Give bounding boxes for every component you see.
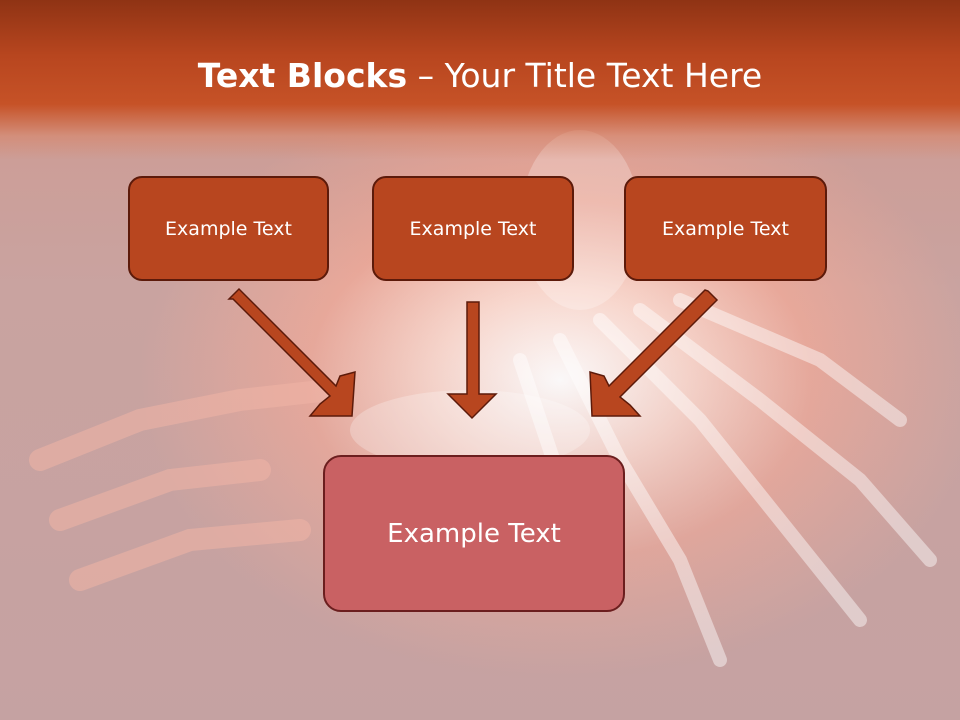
arrow-right-icon[interactable] bbox=[589, 289, 719, 417]
text-block-right[interactable]: Example Text bbox=[624, 176, 827, 281]
center-text-block[interactable]: Example Text bbox=[323, 455, 625, 612]
text-block-middle-label: Example Text bbox=[409, 217, 537, 240]
center-text-block-label: Example Text bbox=[387, 518, 561, 549]
title-dash: – bbox=[407, 56, 445, 95]
slide-title[interactable]: Text Blocks – Your Title Text Here bbox=[0, 52, 960, 100]
arrow-left-icon[interactable] bbox=[227, 287, 356, 417]
title-bold: Text Blocks bbox=[197, 56, 408, 95]
text-block-middle[interactable]: Example Text bbox=[372, 176, 574, 281]
arrow-down-icon[interactable] bbox=[446, 301, 498, 420]
header-band bbox=[0, 0, 960, 160]
text-block-left[interactable]: Example Text bbox=[128, 176, 329, 281]
text-block-right-label: Example Text bbox=[662, 217, 789, 240]
text-block-left-label: Example Text bbox=[165, 217, 292, 240]
title-rest: Your Title Text Here bbox=[444, 56, 763, 95]
